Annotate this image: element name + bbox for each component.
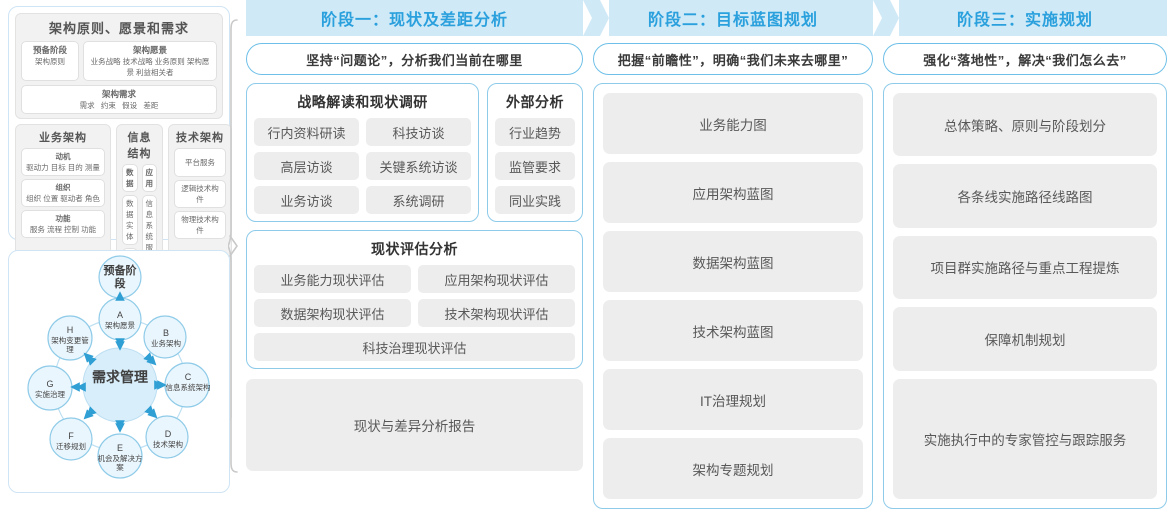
strategy-research-card: 战略解读和现状调研 行内资料研读 科技访谈 高层访谈 关键系统访谈 业务访谈	[246, 83, 479, 222]
architecture-vision-items: 业务战略 技术战略 业务原则 架构愿景 利益相关者	[90, 57, 210, 77]
adm-cycle-svg	[27, 255, 210, 479]
adm-node-g: G 实施治理	[35, 379, 65, 399]
phase-3: 阶段三：实施规划 强化“落地性”，解决“我们怎么去” 总体策略、原则与阶段划分 …	[883, 0, 1167, 509]
blueprint-item-2[interactable]: 数据架构蓝图	[603, 231, 863, 292]
application-column-title: 应用	[141, 164, 157, 192]
phase-2: 阶段二：目标蓝图规划 把握“前瞻性”，明确“我们未来去哪里” 业务能力图 应用架…	[593, 0, 899, 509]
bracket-icon	[227, 19, 238, 473]
implementation-item-1[interactable]: 各条线实施路径线路图	[893, 164, 1157, 228]
phase-2-body: 业务能力图 应用架构蓝图 数据架构蓝图 技术架构蓝图 IT治理规划 架构专题规划	[593, 83, 873, 509]
research-item-2[interactable]: 高层访谈	[254, 152, 359, 180]
current-state-assessment-card: 现状评估分析 业务能力现状评估 应用架构现状评估 数据架构现状评估 技术架构现状…	[246, 230, 583, 369]
phase-1-top-row: 战略解读和现状调研 行内资料研读 科技访谈 高层访谈 关键系统访谈 业务访谈	[246, 83, 583, 222]
phase-1-title: 阶段一：现状及差距分析	[320, 12, 508, 29]
adm-node-b: B 业务架构	[151, 328, 181, 348]
phase-3-title: 阶段三：实施规划	[956, 12, 1093, 29]
external-item-0[interactable]: 行业趋势	[495, 118, 575, 146]
phase-3-item-list: 总体策略、原则与阶段划分 各条线实施路径线路图 项目群实施路径与重点工程提炼 保…	[893, 93, 1157, 499]
platform-service-box: 平台服务	[174, 148, 226, 177]
prelim-phase-box: 预备阶段 架构原则	[21, 41, 79, 81]
assessment-item-1[interactable]: 应用架构现状评估	[418, 265, 575, 293]
data-column-title: 数据	[122, 164, 138, 192]
architecture-requirements-box: 架构需求 需求 约束 假设 差距	[21, 85, 217, 114]
phase-3-subtitle: 强化“落地性”，解决“我们怎么去”	[883, 43, 1167, 75]
assessment-title: 现状评估分析	[371, 241, 458, 257]
function-items: 服务 流程 控制 功能	[29, 225, 97, 234]
implementation-item-4[interactable]: 实施执行中的专家管控与跟踪服务	[893, 378, 1157, 499]
blueprint-item-5[interactable]: 架构专题规划	[603, 438, 863, 499]
togaf-content-framework-panel: 架构原则、愿景和需求 预备阶段 架构原则 架构愿景 业务战略 技术战略 业务原则…	[8, 6, 232, 476]
data-entity-box: 数据实体	[122, 195, 138, 245]
external-item-1[interactable]: 监管要求	[495, 152, 575, 180]
strategy-research-title: 战略解读和现状调研	[297, 94, 428, 110]
phases-container: 阶段一：现状及差距分析 坚持“问题论”，分析我们当前在哪里 战略解读和现状调研	[246, 0, 1167, 509]
blueprint-item-4[interactable]: IT治理规划	[603, 369, 863, 430]
phase-1-band: 阶段一：现状及差距分析	[246, 0, 609, 36]
technology-architecture-title: 技术架构	[176, 132, 224, 144]
phase-3-band: 阶段三：实施规划	[883, 0, 1167, 36]
adm-node-d: D 技术架构	[153, 429, 183, 449]
external-item-2[interactable]: 同业实践	[495, 186, 575, 214]
phase-1-subtitle: 坚持“问题论”，分析我们当前在哪里	[246, 43, 583, 75]
principles-section-title: 架构原则、愿景和需求	[48, 21, 189, 36]
blueprint-item-3[interactable]: 技术架构蓝图	[603, 300, 863, 361]
external-analysis-title: 外部分析	[506, 94, 564, 110]
implementation-item-3[interactable]: 保障机制规划	[893, 307, 1157, 371]
research-item-5[interactable]: 系统调研	[366, 186, 471, 214]
chevron-right-icon	[873, 0, 899, 36]
implementation-item-0[interactable]: 总体策略、原则与阶段划分	[893, 93, 1157, 157]
implementation-item-2[interactable]: 项目群实施路径与重点工程提炼	[893, 235, 1157, 300]
assessment-item-3[interactable]: 技术架构现状评估	[418, 299, 575, 327]
togaf-adm-cycle-panel: 预备阶段 需求管理 A 架构愿景 B 业务架构 C 信息系统架构	[8, 250, 230, 493]
business-architecture-title: 业务架构	[39, 132, 87, 144]
architecture-vision-box: 架构愿景 业务战略 技术战略 业务原则 架构愿景 利益相关者	[83, 41, 217, 81]
phase-3-body: 总体策略、原则与阶段划分 各条线实施路径线路图 项目群实施路径与重点工程提炼 保…	[883, 83, 1167, 509]
adm-node-c: C 信息系统架构	[165, 372, 211, 392]
function-box: 功能 服务 流程 控制 功能	[21, 210, 105, 238]
adm-center-label: 需求管理	[92, 369, 148, 385]
logical-technology-component-box: 逻辑技术构件	[174, 180, 226, 208]
organization-items: 组织 位置 驱动者 角色	[26, 194, 100, 203]
architecture-requirements-items: 需求 约束 假设 差距	[79, 101, 159, 110]
research-item-3[interactable]: 关键系统访谈	[366, 152, 471, 180]
phase-2-box: 业务能力图 应用架构蓝图 数据架构蓝图 技术架构蓝图 IT治理规划 架构专题规划	[593, 83, 873, 509]
external-analysis-card: 外部分析 行业趋势 监管要求 同业实践	[487, 83, 583, 222]
motivation-box: 动机 驱动力 目标 目的 测量	[21, 148, 105, 176]
adm-node-f: F 迁移规划	[56, 431, 86, 451]
bracket-connector	[227, 18, 248, 474]
adm-prelim-label: 预备阶段	[103, 265, 137, 290]
phase-2-item-list: 业务能力图 应用架构蓝图 数据架构蓝图 技术架构蓝图 IT治理规划 架构专题规划	[603, 93, 863, 499]
organization-box: 组织 组织 位置 驱动者 角色	[21, 179, 105, 207]
research-item-1[interactable]: 科技访谈	[366, 118, 471, 146]
blueprint-item-0[interactable]: 业务能力图	[603, 93, 863, 154]
gap-analysis-report[interactable]: 现状与差异分析报告	[246, 379, 583, 471]
research-item-4[interactable]: 业务访谈	[254, 186, 359, 214]
phase-2-subtitle: 把握“前瞻性”，明确“我们未来去哪里”	[593, 43, 873, 75]
motivation-items: 驱动力 目标 目的 测量	[26, 163, 100, 172]
principles-vision-requirements-section: 架构原则、愿景和需求 预备阶段 架构原则 架构愿景 业务战略 技术战略 业务原则…	[15, 13, 223, 119]
adm-node-h: H 架构变更管理	[51, 325, 89, 354]
phase-2-title: 阶段二：目标蓝图规划	[647, 12, 818, 29]
phase-3-box: 总体策略、原则与阶段划分 各条线实施路径线路图 项目群实施路径与重点工程提炼 保…	[883, 83, 1167, 509]
adm-node-e: E 机会及解决方案	[97, 443, 143, 472]
physical-technology-component-box: 物理技术构件	[174, 211, 226, 239]
phase-2-band: 阶段二：目标蓝图规划	[593, 0, 899, 36]
chevron-right-icon	[583, 0, 609, 36]
blueprint-item-1[interactable]: 应用架构蓝图	[603, 162, 863, 223]
information-structure-title: 信息结构	[127, 132, 152, 160]
assessment-item-full[interactable]: 科技治理现状评估	[254, 333, 575, 361]
adm-node-a: A 架构愿景	[105, 310, 135, 330]
assessment-item-2[interactable]: 数据架构现状评估	[254, 299, 411, 327]
research-item-0[interactable]: 行内资料研读	[254, 118, 359, 146]
adm-cycle-diagram: 预备阶段 需求管理 A 架构愿景 B 业务架构 C 信息系统架构	[13, 255, 225, 488]
togaf-reference-column: 架构原则、愿景和需求 预备阶段 架构原则 架构愿景 业务战略 技术战略 业务原则…	[8, 6, 232, 493]
assessment-item-0[interactable]: 业务能力现状评估	[254, 265, 411, 293]
phase-1: 阶段一：现状及差距分析 坚持“问题论”，分析我们当前在哪里 战略解读和现状调研	[246, 0, 609, 499]
phase-1-body: 战略解读和现状调研 行内资料研读 科技访谈 高层访谈 关键系统访谈 业务访谈	[246, 83, 583, 471]
